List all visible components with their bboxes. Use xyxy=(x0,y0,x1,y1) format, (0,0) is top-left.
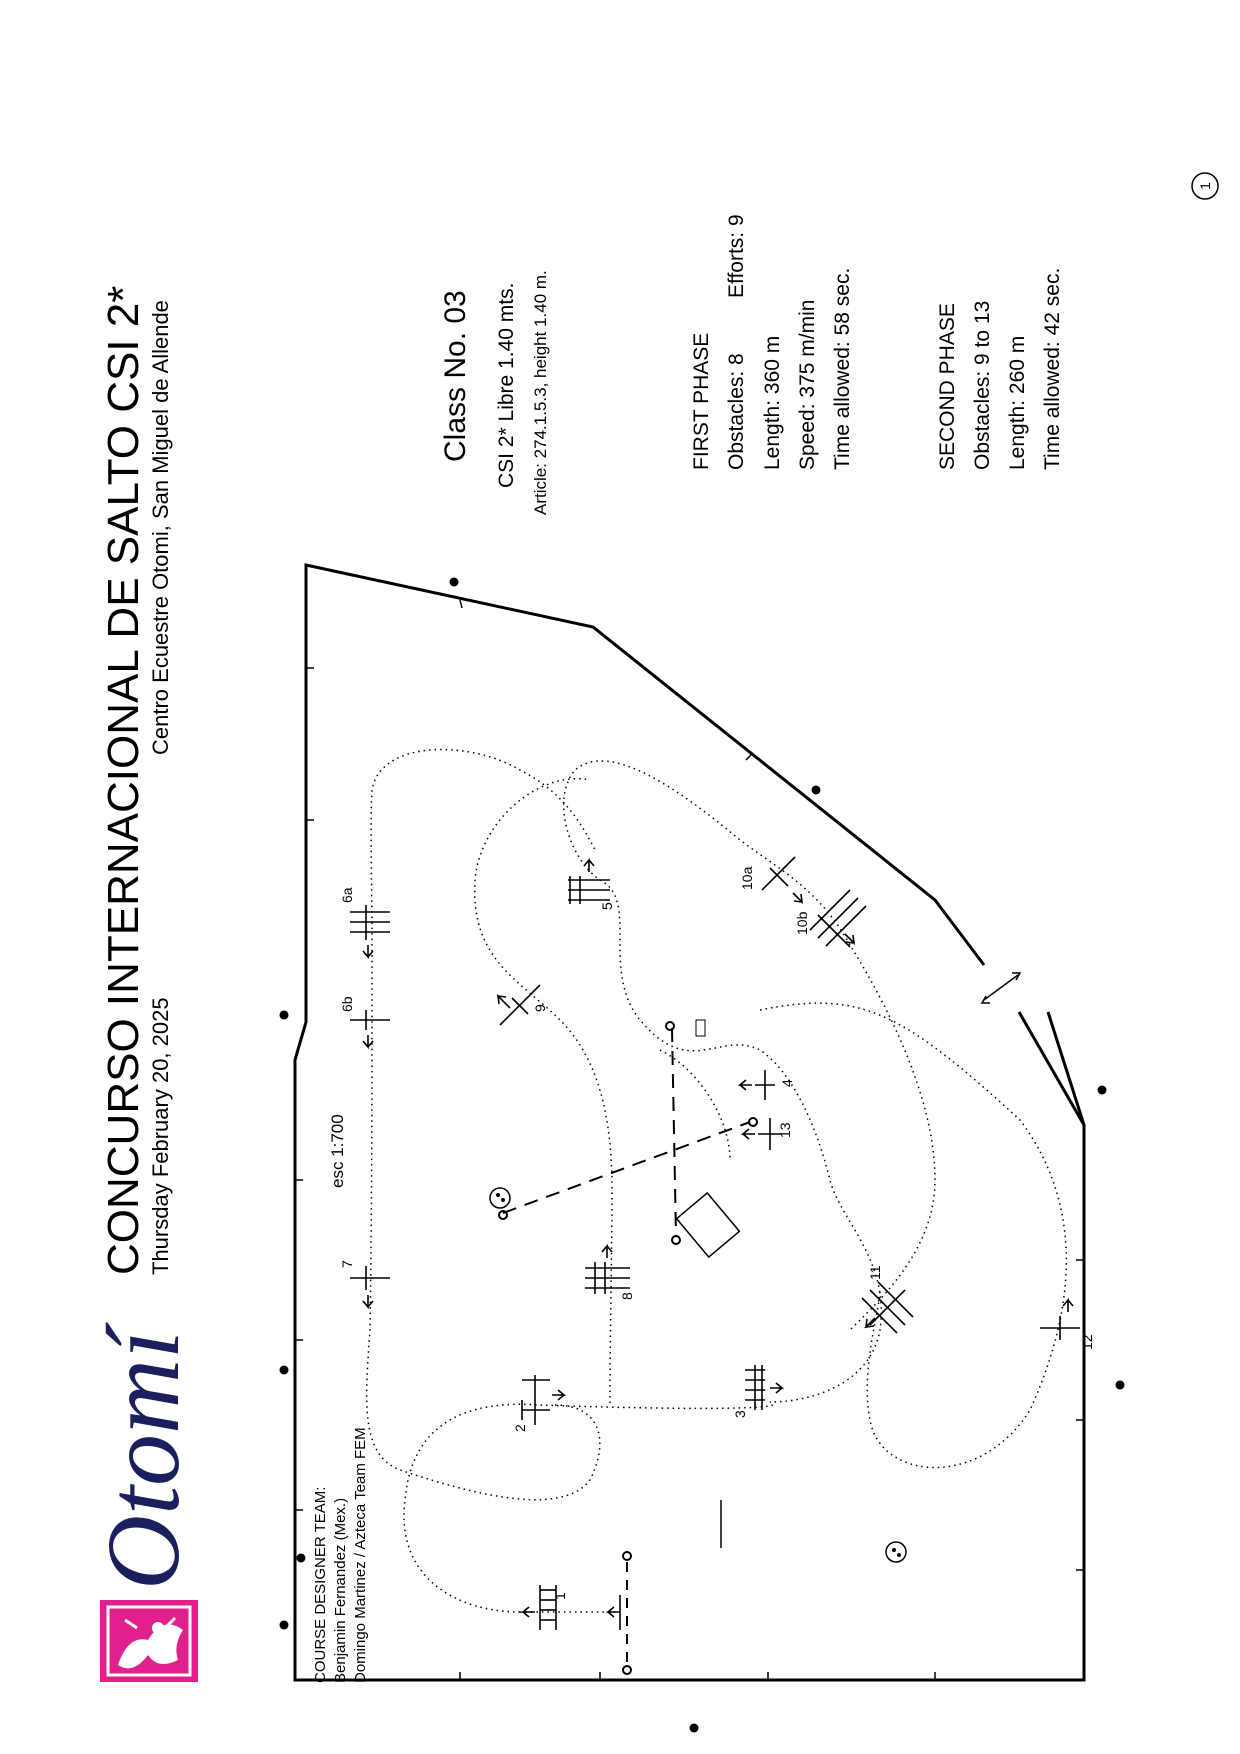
second-phase-time: Time allowed: 42 sec. xyxy=(1041,268,1064,470)
start-finish-line xyxy=(622,1551,632,1675)
first-phase-speed: Speed: 375 m/min xyxy=(796,300,819,470)
course-track xyxy=(365,748,1067,1613)
fence-label-7: 7 xyxy=(339,1260,355,1268)
arena-markers xyxy=(279,577,1125,1733)
fence-label-6a: 6a xyxy=(339,887,355,903)
fence-12 xyxy=(1040,1297,1080,1340)
logo-wordmark: Otomí xyxy=(86,1322,201,1590)
fence-10b xyxy=(809,889,867,948)
emblem-icon xyxy=(100,1600,198,1682)
fence-label-3: 3 xyxy=(732,1410,748,1418)
fence-13 xyxy=(740,1118,782,1150)
fence-6a xyxy=(350,905,390,960)
page-number: 1 xyxy=(1191,172,1219,200)
class-article: Article: 274.1.5.3, height 1.40 m. xyxy=(531,270,550,515)
fence-label-10b: 10b xyxy=(794,911,810,935)
scale-label: esc 1:700 xyxy=(328,1114,347,1188)
first-phase-heading: FIRST PHASE xyxy=(690,333,713,470)
flower-icon xyxy=(489,1187,907,1563)
fence-label-9: 9 xyxy=(532,1004,548,1012)
first-phase-length: Length: 360 m xyxy=(761,336,784,470)
second-phase-obstacles: Obstacles: 9 to 13 xyxy=(971,301,994,470)
fence-label-4: 4 xyxy=(779,1079,795,1087)
designer-line1: Benjamin Fernandez (Mex.) xyxy=(332,1498,349,1683)
first-phase-efforts: Efforts: 9 xyxy=(725,214,748,298)
fence-label-1: 1 xyxy=(552,1592,568,1600)
fence-7 xyxy=(350,1266,390,1310)
arena-fence xyxy=(293,563,1086,1682)
fence-label-2: 2 xyxy=(512,1424,528,1432)
fence-label-5: 5 xyxy=(599,902,615,910)
fence-10a xyxy=(761,856,804,905)
second-phase-length: Length: 260 m xyxy=(1006,336,1029,470)
fence-label-11: 11 xyxy=(867,1265,883,1280)
class-number: Class No. 03 xyxy=(439,290,472,462)
fence-2 xyxy=(521,1375,567,1425)
fence-9 xyxy=(496,984,541,1026)
designer-line2: Domingo Martinez / Azteca Team FEM xyxy=(352,1427,369,1683)
fence-11 xyxy=(861,1281,914,1334)
fence-5 xyxy=(568,857,610,904)
class-category: CSI 2* Libre 1.40 mts. xyxy=(495,283,518,488)
fence-label-12: 12 xyxy=(1079,1334,1095,1350)
fence-8 xyxy=(585,1243,630,1294)
event-date: Thursday February 20, 2025 xyxy=(148,997,173,1275)
small-box xyxy=(695,1019,706,1037)
page-number-label: 1 xyxy=(1197,182,1213,190)
first-phase-time: Time allowed: 58 sec. xyxy=(831,268,854,470)
first-phase-obstacles: Obstacles: 8 xyxy=(725,353,748,470)
judges-box xyxy=(675,1191,741,1259)
fence-3 xyxy=(745,1365,785,1410)
second-phase-heading: SECOND PHASE xyxy=(936,303,959,470)
arena-ticks xyxy=(295,599,1084,1680)
fence-4 xyxy=(737,1070,775,1100)
event-title: CONCURSO INTERNACIONAL DE SALTO CSI 2* xyxy=(99,286,148,1275)
fence-1 xyxy=(520,1585,621,1630)
fence-label-13: 13 xyxy=(777,1122,793,1138)
fence-label-6b: 6b xyxy=(339,996,355,1012)
fence-label-10a: 10a xyxy=(739,866,755,890)
arena-wall-segment xyxy=(1019,1009,1090,1118)
fence-label-8: 8 xyxy=(619,1292,635,1300)
designer-heading: COURSE DESIGNER TEAM: xyxy=(312,1487,329,1683)
timing-lines xyxy=(498,1021,758,1245)
event-venue: Centro Ecuestre Otomi, San Miguel de All… xyxy=(148,300,173,755)
fence-6b xyxy=(350,1010,390,1050)
arena-gate-icon xyxy=(980,972,1022,1004)
